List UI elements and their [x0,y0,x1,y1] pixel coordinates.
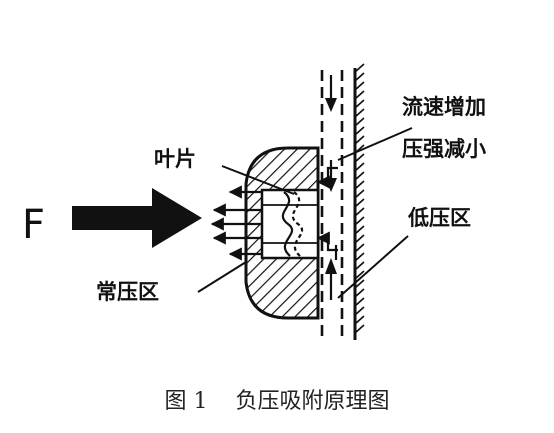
flow-arrows-up [325,245,338,300]
wall-hatch-stroke [354,189,365,199]
figure-caption: 图 1 负压吸附原理图 [164,389,390,414]
wall-hatch-stroke [354,72,365,82]
wall-hatch-stroke [354,216,365,226]
blade-label: 叶片 [154,147,196,171]
wall-hatch-stroke [354,108,365,118]
exhaust-arrows [210,185,262,261]
wall-hatch-stroke [354,99,365,109]
low-pressure-label: 低压区 [408,206,471,230]
wall-hatch-stroke [354,207,365,217]
wall-hatch-stroke [354,252,365,262]
suction-cup [244,146,320,320]
wall-hatch-stroke [354,306,365,316]
wall-hatch-stroke [354,180,365,190]
wall-hatch-stroke [354,117,365,127]
wall-hatch-stroke [354,297,365,307]
force-label: F [22,202,46,248]
wall-hatch-stroke [354,279,365,289]
wall-hatch-stroke [354,63,365,73]
wall-hatch-stroke [354,315,365,325]
side-flow-arrows [316,166,338,252]
wall-hatch-stroke [354,243,365,253]
blade-leader [221,165,295,195]
wall-hatch-stroke [354,225,365,235]
wall-hatch-stroke [354,153,365,163]
wall-hatch-stroke [354,162,365,172]
wall-hatch-stroke [354,288,365,298]
pressure-decrease-label: 压强减小 [402,137,486,161]
wall-hatch-stroke [354,81,365,91]
force-arrow [72,188,202,248]
wall-hatch-stroke [354,135,365,145]
wall-hatch-stroke [354,261,365,271]
wall-hatch-stroke [354,90,365,100]
normal-pressure-label: 常压区 [96,280,159,304]
wall-hatch-stroke [354,198,365,208]
wall [353,63,365,340]
flow-speed-label: 流速增加 [402,95,486,119]
wall-hatch-stroke [354,126,365,136]
flow-arrows-down [325,75,337,192]
impeller-blade [281,191,304,257]
leader-lines [197,127,413,299]
wall-hatch-stroke [354,171,365,181]
wall-hatch-stroke [354,270,365,280]
wall-hatch-stroke [354,324,365,334]
wall-hatch-stroke [354,234,365,244]
